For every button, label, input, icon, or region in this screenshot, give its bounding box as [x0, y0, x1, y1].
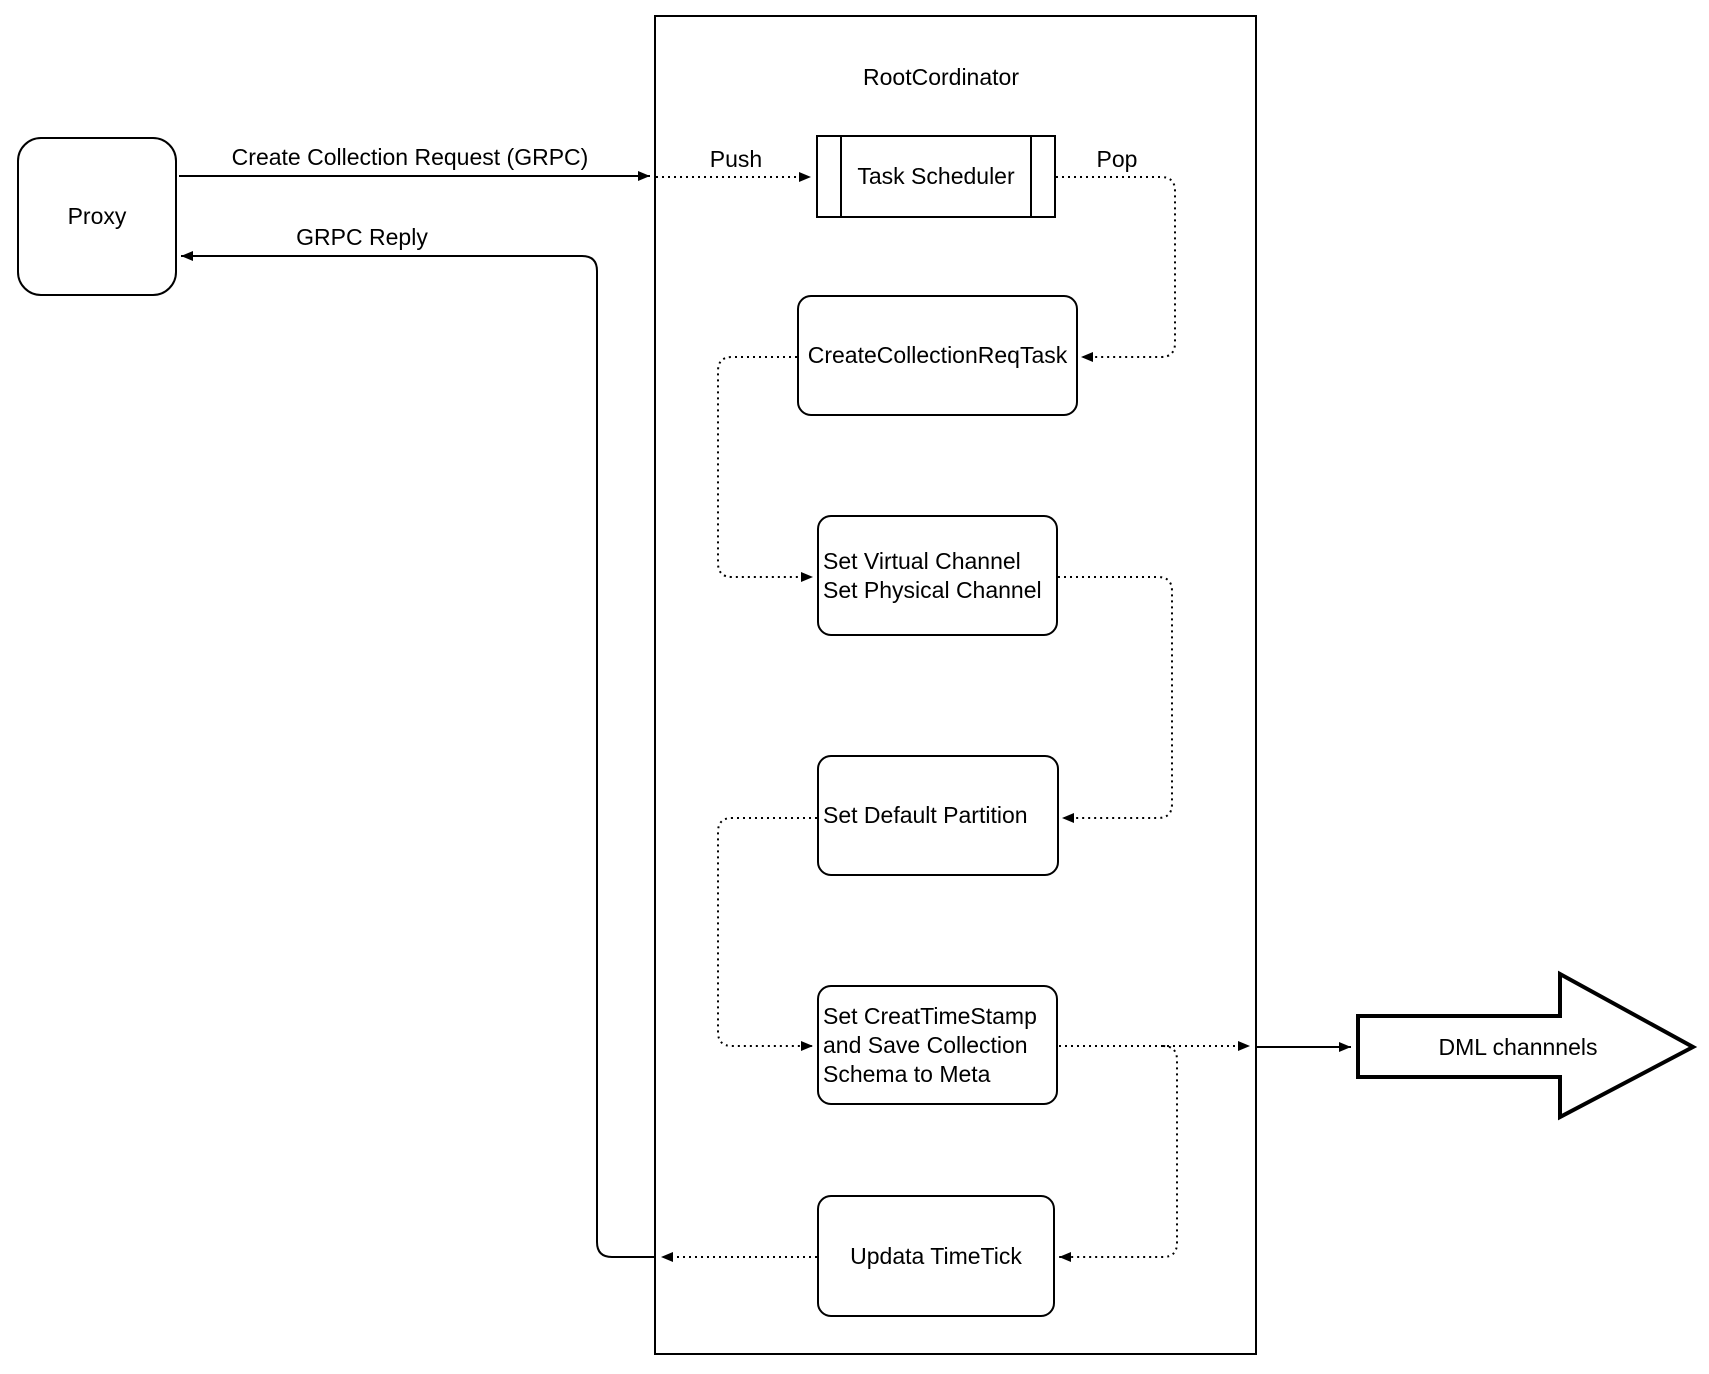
set-channels-line-2: Set Physical Channel [823, 576, 1042, 603]
set-creat-timestamp-line-3: Schema to Meta [823, 1060, 991, 1087]
push-label: Push [709, 146, 763, 172]
updata-timetick-node: Updata TimeTick [817, 1195, 1055, 1317]
set-creat-timestamp-line-1: Set CreatTimeStamp [823, 1002, 1037, 1029]
queue-left-divider [840, 137, 842, 216]
pop-label: Pop [1096, 146, 1138, 172]
edge-grpc-reply [181, 251, 654, 1258]
set-creat-timestamp-node: Set CreatTimeStamp and Save Collection S… [817, 985, 1058, 1105]
proxy-node: Proxy [17, 137, 177, 296]
create-collection-req-task-node: CreateCollectionReqTask [797, 295, 1078, 416]
set-default-partition-node: Set Default Partition [817, 755, 1059, 876]
task-scheduler-label: Task Scheduler [857, 163, 1015, 189]
create-collection-req-task-label: CreateCollectionReqTask [807, 342, 1068, 368]
dml-channels-label: DML channnels [1438, 1034, 1598, 1060]
task-scheduler-node: Task Scheduler [816, 135, 1056, 218]
proxy-label: Proxy [67, 203, 127, 229]
rootcoordinator-title: RootCordinator [863, 64, 1019, 90]
set-channels-line-1: Set Virtual Channel [823, 547, 1021, 574]
create-collection-request-label: Create Collection Request (GRPC) [231, 144, 589, 170]
grpc-reply-label: GRPC Reply [296, 224, 428, 250]
set-creat-timestamp-line-2: and Save Collection [823, 1031, 1028, 1058]
updata-timetick-label: Updata TimeTick [850, 1242, 1022, 1269]
queue-right-divider [1030, 137, 1032, 216]
rootcoordinator-container [654, 15, 1257, 1355]
set-default-partition-label: Set Default Partition [823, 802, 1028, 828]
set-channels-node: Set Virtual Channel Set Physical Channel [817, 515, 1058, 636]
